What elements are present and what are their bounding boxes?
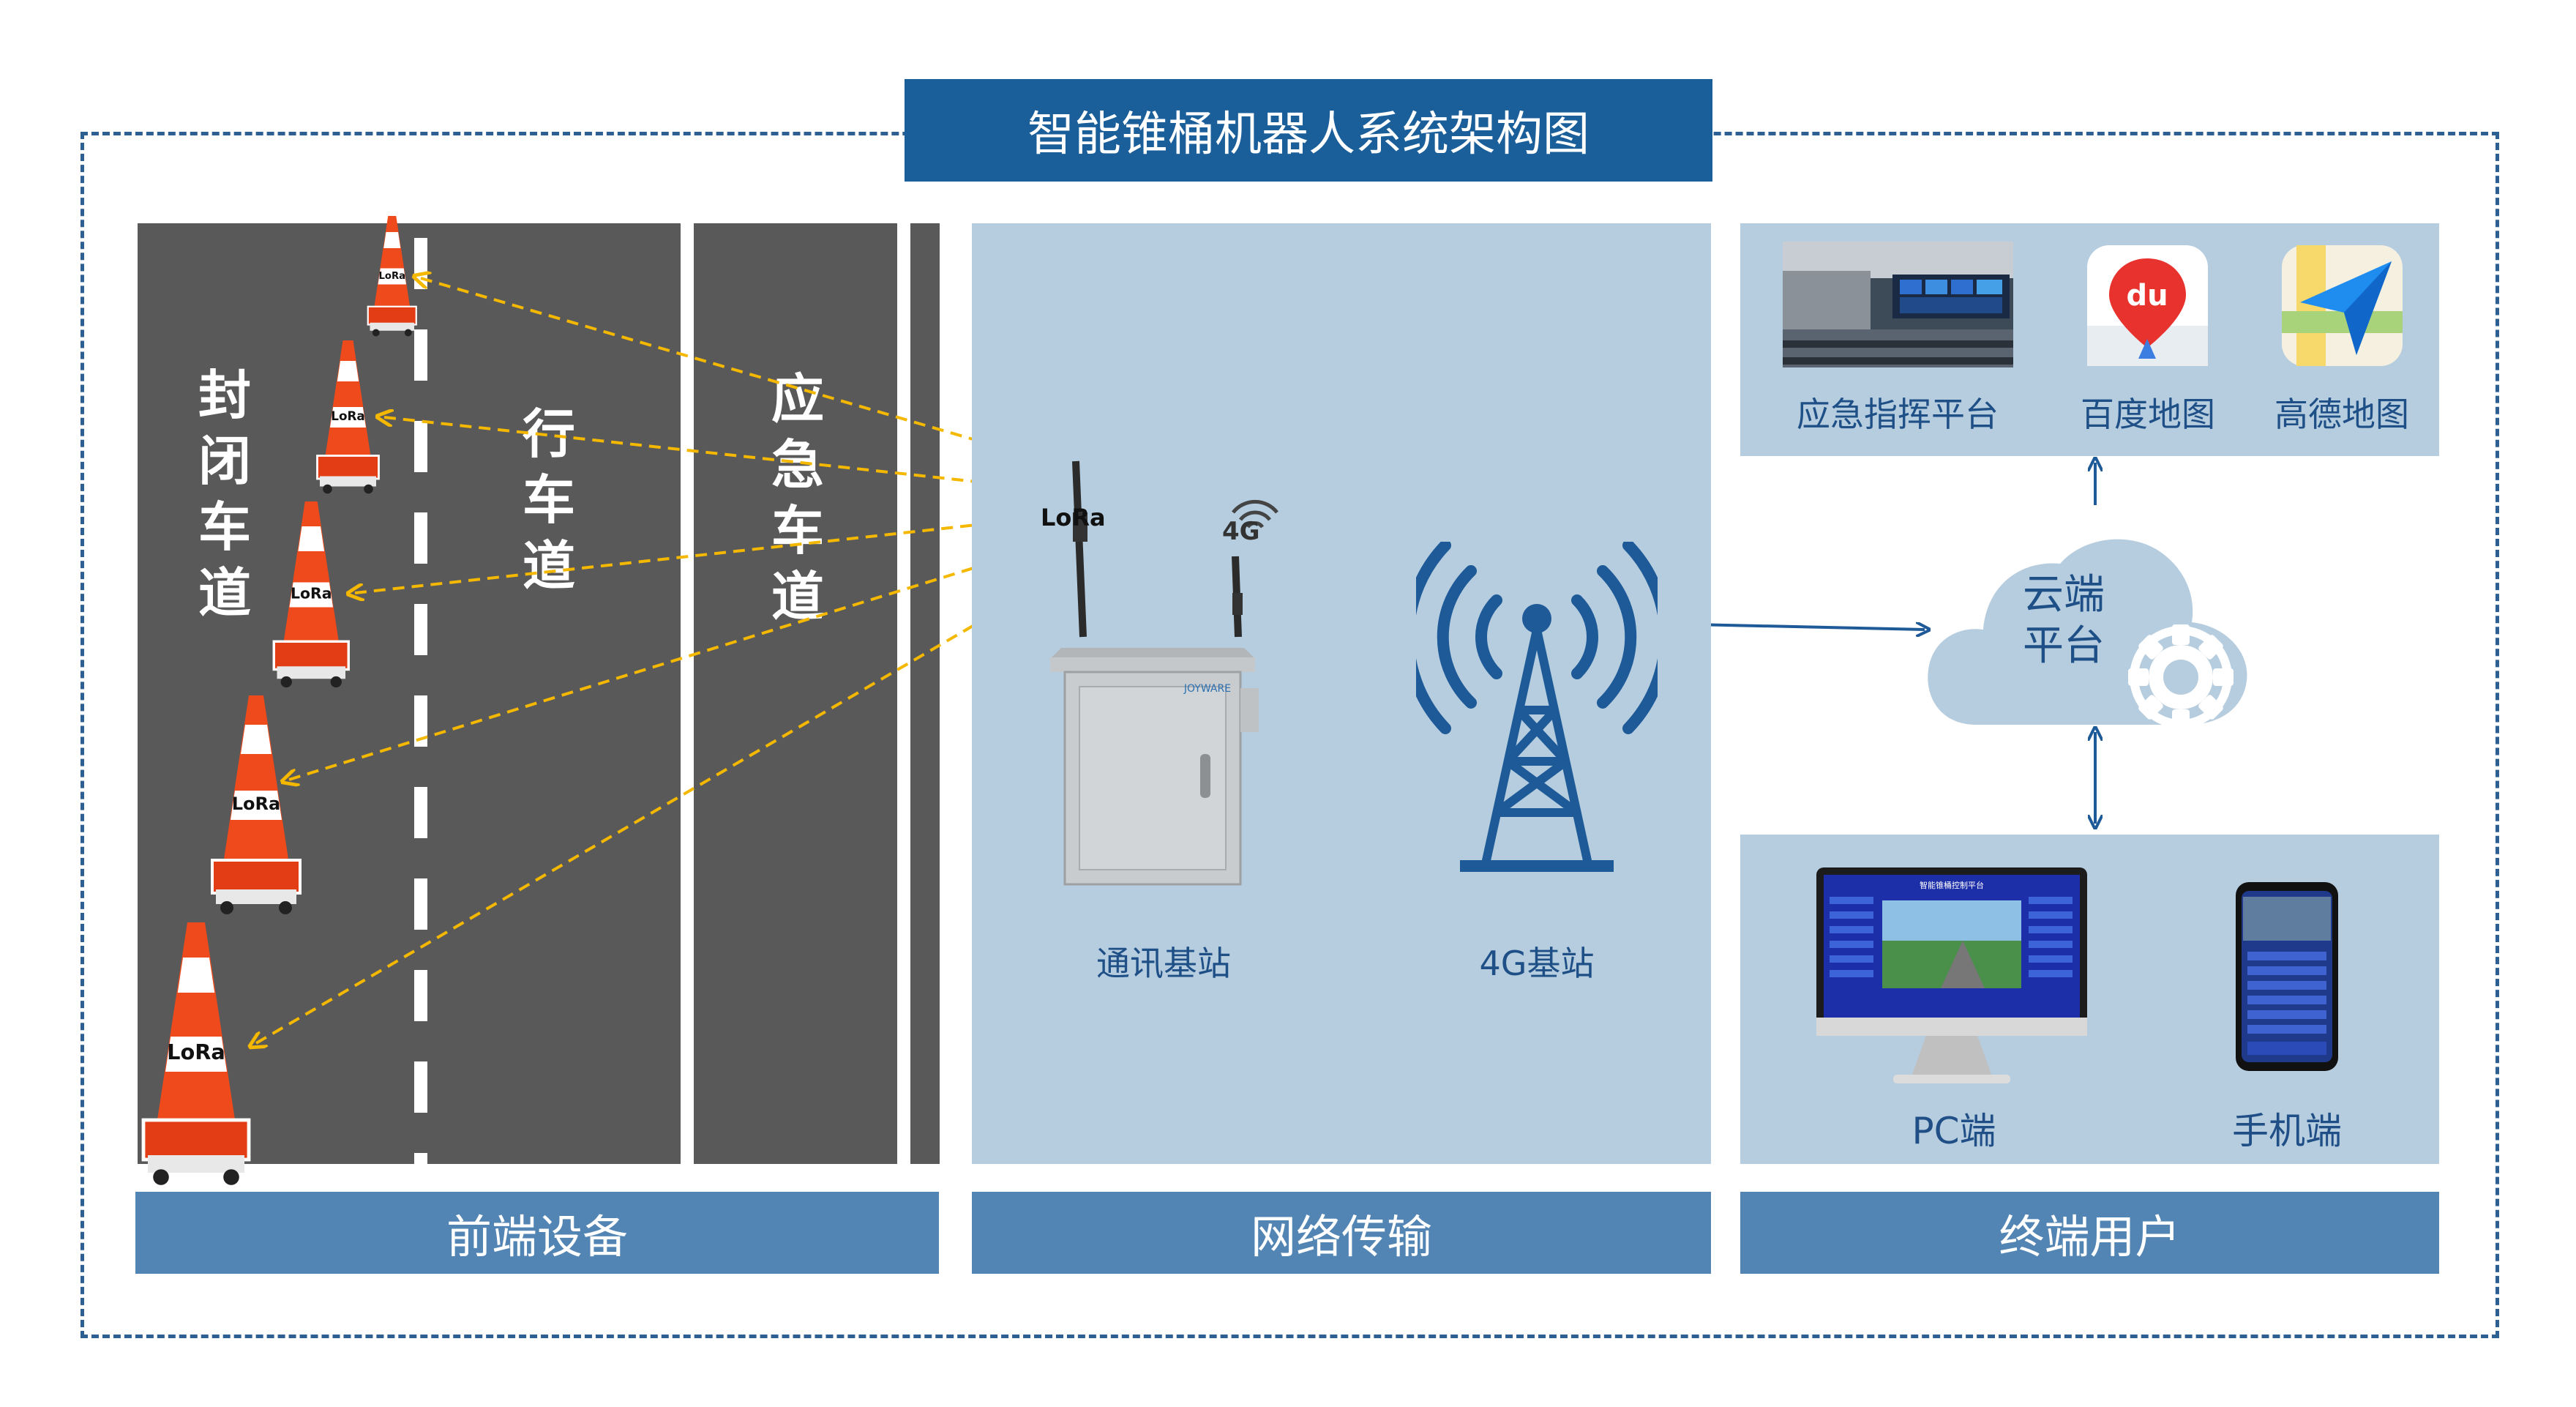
app-label-baidu: 百度地图 [2081,395,2215,434]
cloud-label-line1: 云端 [2023,571,2105,619]
cloud-label: 云端 平台 [1998,570,2130,672]
4g-station-label: 4G基站 [1479,944,1595,983]
gaode-map-icon [2282,245,2403,366]
pc-monitor-icon: 智能锥桶控制平台 [1816,867,2087,1083]
lora-signal-arrow-2 [384,417,1023,487]
section-bar-terminal: 终端用户 [1740,1192,2439,1274]
lane-label-closed: 封闭车道 [198,365,251,624]
pc-screen-title: 智能锥桶控制平台 [1920,880,1984,890]
4g-signal-icon [1232,499,1278,529]
section-label-frontend: 前端设备 [446,1210,628,1264]
diagram-title: 智能锥桶机器人系统架构图 [905,79,1712,182]
cone-lora-label: LoRa [378,271,405,282]
baidu-map-icon: du [2087,245,2208,366]
section-label-network: 网络传输 [1250,1210,1432,1264]
terminal-label-pc: PC端 [1912,1110,1996,1152]
mobile-phone-icon [2236,882,2338,1071]
lora-signal-arrow-5 [256,597,1023,1043]
terminal-label-mobile: 手机端 [2232,1110,2342,1152]
command-center-image [1783,242,2013,367]
section-bar-frontend: 前端设备 [135,1192,939,1274]
cone-robot-2: LoRa [316,340,380,494]
cone-robot-5: LoRa [141,922,251,1185]
cone-lora-label: LoRa [331,408,364,423]
cabinet-brand: JOYWARE [1183,683,1231,695]
diagram-title-text: 智能锥桶机器人系统架构图 [1027,108,1590,162]
app-label-command: 应急指挥平台 [1797,395,1999,434]
4g-tower-icon [1416,542,1658,872]
baidu-badge: du [2126,279,2168,313]
lora-signal-arrow-3 [355,520,1023,593]
section-label-terminal: 终端用户 [1999,1210,2181,1264]
comm-base-station-illustration: JOYWARE [1050,460,1259,886]
lora-signal-arrow-1 [421,278,1023,454]
4g-antenna-label: 4G [1222,517,1260,546]
app-label-gaode: 高德地图 [2274,395,2409,434]
cone-lora-label: LoRa [167,1040,225,1064]
comm-station-label: 通讯基站 [1096,944,1231,983]
cloud-platform-icon [1928,539,2247,730]
cloud-label-line2: 平台 [2023,622,2105,670]
section-bar-network: 网络传输 [972,1192,1711,1274]
lora-antenna-label: LoRa [1041,504,1106,531]
cone-robot-1: LoRa [367,216,417,337]
